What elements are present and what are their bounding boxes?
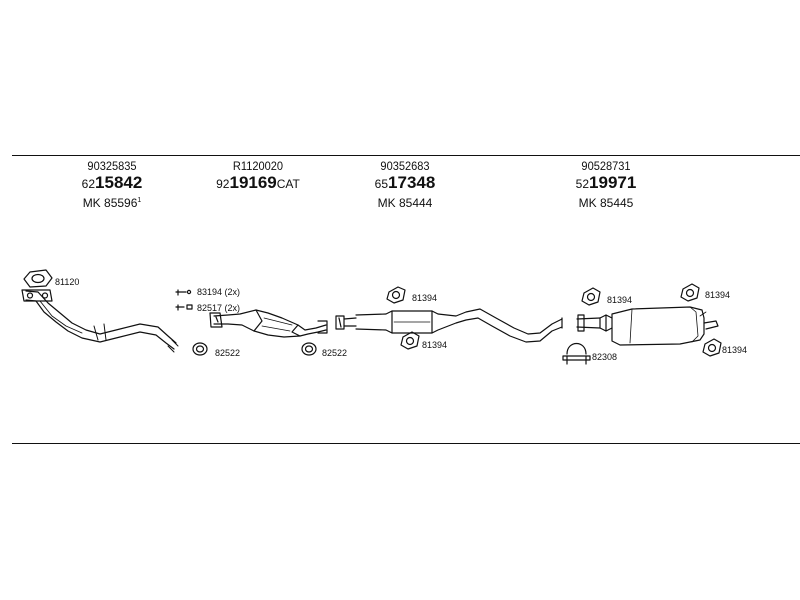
label-82517: 82517 (2x) [197, 303, 240, 313]
part-number: 9219169CAT [216, 173, 300, 192]
bolt-icon [175, 289, 192, 296]
mounting-kit: MK 85445 [578, 196, 634, 210]
part-column-front-pipe: 90325835 6215842 MK 855961 [62, 159, 162, 210]
label-82522-b: 82522 [322, 348, 347, 358]
part-number: 6517348 [374, 173, 436, 192]
label-81120: 81120 [55, 277, 79, 287]
gasket-81120-icon [23, 269, 53, 288]
part-column-catalyst: R1120020 9219169CAT [203, 159, 313, 194]
catalytic-converter [209, 309, 328, 338]
label-81394-e: 81394 [722, 345, 747, 355]
part-number: 6215842 [81, 173, 143, 192]
mounting-kit: MK 855961 [82, 196, 142, 210]
label-81394-d: 81394 [705, 290, 730, 300]
rubber-mount-81394-c-icon [581, 287, 601, 306]
front-pipe [21, 289, 179, 353]
label-82522-a: 82522 [215, 348, 240, 358]
reference-number: 90528731 [581, 159, 631, 173]
top-divider [12, 155, 800, 156]
clamp-82308-icon [562, 342, 591, 365]
label-81394-c: 81394 [607, 295, 632, 305]
label-83194: 83194 (2x) [197, 287, 240, 297]
rubber-mount-81394-a-icon [386, 286, 406, 304]
part-column-middle-silencer: 90352683 6517348 MK 85444 [355, 159, 455, 210]
gasket-82522-a-icon [192, 342, 208, 356]
rubber-mount-81394-b-icon [400, 331, 420, 350]
part-column-rear-silencer: 90528731 5219971 MK 85445 [556, 159, 656, 210]
rear-silencer [576, 306, 719, 346]
reference-number: 90325835 [87, 159, 137, 173]
rubber-mount-81394-d-icon [680, 283, 700, 302]
label-82308: 82308 [592, 352, 617, 362]
mounting-kit: MK 85444 [377, 196, 433, 210]
reference-number: R1120020 [232, 159, 284, 173]
bottom-divider [12, 443, 800, 444]
label-81394-b: 81394 [422, 340, 447, 350]
middle-silencer-pipe [335, 308, 563, 343]
nut-icon [175, 304, 193, 311]
reference-number: 90352683 [380, 159, 430, 173]
gasket-82522-b-icon [301, 342, 317, 356]
label-81394-a: 81394 [412, 293, 437, 303]
rubber-mount-81394-e-icon [702, 338, 722, 357]
part-number: 5219971 [575, 173, 637, 192]
